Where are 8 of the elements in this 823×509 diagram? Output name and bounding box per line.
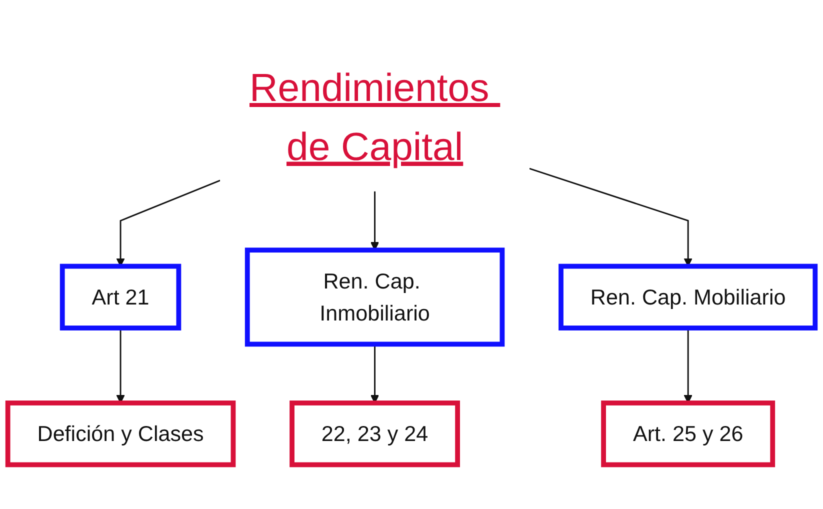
arrow <box>370 191 380 250</box>
node-box: Defición y Clases <box>5 400 236 468</box>
node-box: Art 21 <box>60 264 182 330</box>
node-box: Ren. Cap. Mobiliario <box>558 264 818 330</box>
node-box: Art. 25 y 26 <box>601 400 776 468</box>
node-box: 22, 23 y 24 <box>290 400 460 468</box>
node-box: Ren. Cap. Inmobiliario <box>244 248 505 347</box>
node-text: Rendimientos de Capital <box>249 66 490 169</box>
